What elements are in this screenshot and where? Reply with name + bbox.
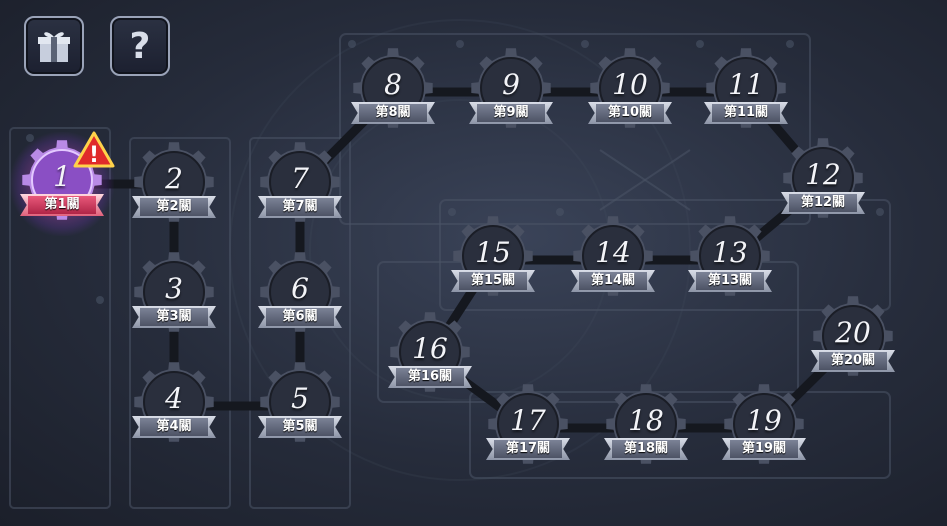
stage-19-node[interactable]: 19 第19關 xyxy=(716,380,812,476)
stage-ribbon xyxy=(132,306,216,328)
stage-number: 4 xyxy=(165,382,183,415)
stage-label: 第19關 xyxy=(741,441,787,456)
warning-icon: ! xyxy=(73,131,115,168)
stage-label: 第5關 xyxy=(282,419,318,434)
stage-number: 3 xyxy=(165,272,183,305)
stage-ribbon xyxy=(132,196,216,218)
stage-ribbon xyxy=(20,194,104,216)
stage-label: 第15關 xyxy=(470,273,516,288)
stage-label: 第8關 xyxy=(375,105,411,120)
stage-number: 13 xyxy=(712,236,748,269)
stage-label: 第1關 xyxy=(44,197,80,212)
gift-icon xyxy=(38,32,70,62)
stage-ribbon xyxy=(722,438,806,460)
stage-number: 1 xyxy=(53,160,71,193)
stage-17-node[interactable]: 17 第17關 xyxy=(480,380,576,476)
stage-15-node[interactable]: 15 第15關 xyxy=(445,212,541,308)
stage-number: 7 xyxy=(291,162,309,195)
stage-ribbon xyxy=(704,102,788,124)
stage-label: 第13關 xyxy=(707,273,753,288)
stage-label: 第4關 xyxy=(156,419,192,434)
stage-number: 16 xyxy=(412,332,448,365)
stage-ribbon xyxy=(688,270,772,292)
stage-ribbon xyxy=(604,438,688,460)
stage-number: 11 xyxy=(728,68,764,101)
stage-label: 第6關 xyxy=(282,309,318,324)
stage-label: 第9關 xyxy=(493,105,529,120)
question-icon: ? xyxy=(129,25,151,67)
help-button[interactable]: ? xyxy=(110,16,170,76)
stage-number: 12 xyxy=(805,158,841,191)
stage-ribbon xyxy=(258,196,342,218)
stage-12-node[interactable]: 12 第12關 xyxy=(775,134,871,230)
stage-18-node[interactable]: 18 第18關 xyxy=(598,380,694,476)
stage-ribbon xyxy=(388,366,472,388)
stage-ribbon xyxy=(258,306,342,328)
stage-label: 第16關 xyxy=(407,369,453,384)
stage-number: 9 xyxy=(502,68,520,101)
stage-number: 14 xyxy=(595,236,631,269)
stage-number: 17 xyxy=(510,404,546,437)
stage-ribbon xyxy=(469,102,553,124)
stage-label: 第2關 xyxy=(156,199,192,214)
stage-ribbon xyxy=(486,438,570,460)
stage-number: 19 xyxy=(746,404,782,437)
gift-button[interactable] xyxy=(24,16,84,76)
stage-ribbon xyxy=(781,192,865,214)
stage-13-node[interactable]: 13 第13關 xyxy=(682,212,778,308)
stage-label: 第20關 xyxy=(830,353,876,368)
stage-label: 第11關 xyxy=(723,105,769,120)
stage-number: 10 xyxy=(612,68,648,101)
stage-1-node[interactable]: 1 第1關! xyxy=(10,131,115,236)
stage-14-node[interactable]: 14 第14關 xyxy=(565,212,661,308)
stage-number: 8 xyxy=(384,68,402,101)
stage-number: 20 xyxy=(835,316,871,349)
stage-number: 15 xyxy=(475,236,511,269)
stage-label: 第18關 xyxy=(623,441,669,456)
stage-number: 6 xyxy=(291,272,309,305)
stage-ribbon xyxy=(588,102,672,124)
stage-label: 第7關 xyxy=(282,199,318,214)
stage-number: 5 xyxy=(291,382,309,415)
stage-number: 18 xyxy=(628,404,664,437)
stage-ribbon xyxy=(811,350,895,372)
stage-label: 第14關 xyxy=(590,273,636,288)
stage-11-node[interactable]: 11 第11關 xyxy=(698,44,794,140)
stage-10-node[interactable]: 10 第10關 xyxy=(582,44,678,140)
stage-ribbon xyxy=(571,270,655,292)
stage-number: 2 xyxy=(165,162,183,195)
stage-ribbon xyxy=(351,102,435,124)
stage-ribbon xyxy=(132,416,216,438)
stage-label: 第10關 xyxy=(607,105,653,120)
stage-label: 第17關 xyxy=(505,441,551,456)
warning-symbol: ! xyxy=(89,143,99,168)
stage-ribbon xyxy=(258,416,342,438)
stage-ribbon xyxy=(451,270,535,292)
stage-20-node[interactable]: 20 第20關 xyxy=(805,292,901,388)
stage-label: 第3關 xyxy=(156,309,192,324)
stage-16-node[interactable]: 16 第16關 xyxy=(382,308,478,404)
stage-label: 第12關 xyxy=(800,195,846,210)
